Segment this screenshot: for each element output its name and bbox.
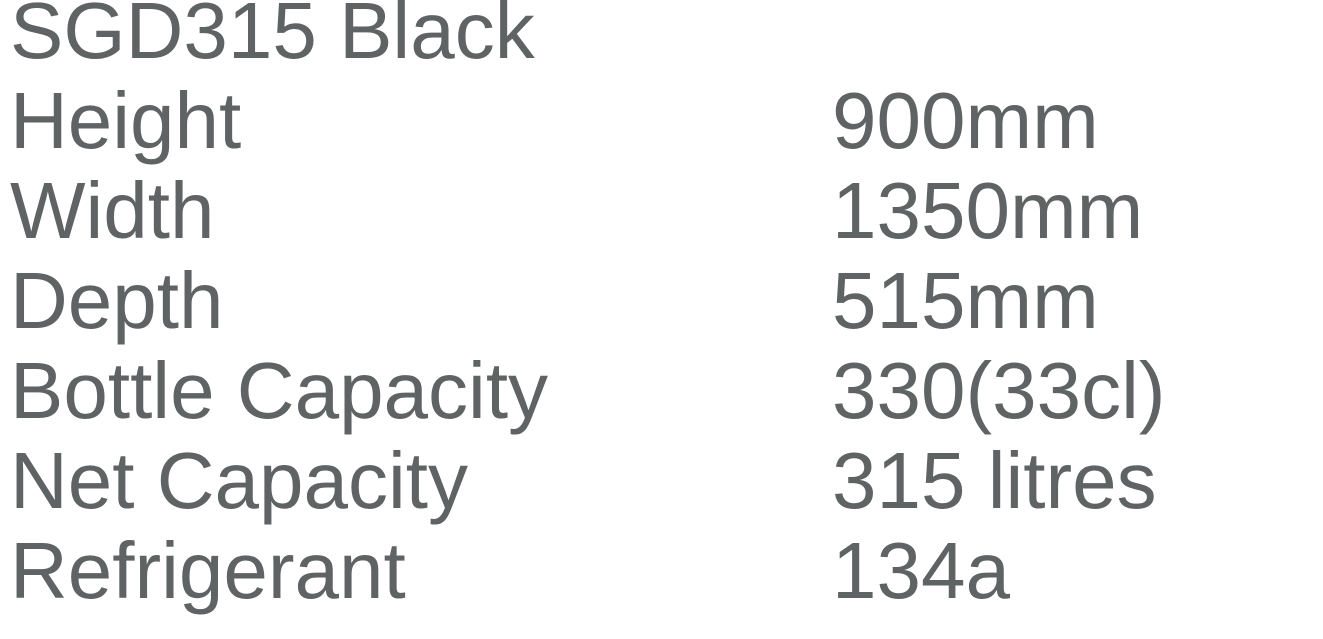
spec-value: 900mm	[832, 76, 1099, 165]
spec-value: 515mm	[832, 256, 1099, 345]
spec-label: Depth	[10, 256, 224, 345]
spec-value: 134a	[832, 526, 1010, 615]
spec-value: 315 litres	[832, 436, 1157, 525]
spec-value: 1350mm	[832, 166, 1144, 255]
spec-sheet: SGD315 Black Height 900mm Width 1350mm D…	[10, 0, 1310, 616]
spec-label: Height	[10, 76, 242, 165]
spec-row-depth: Depth 515mm	[10, 256, 1310, 346]
spec-row-bottle-capacity: Bottle Capacity 330(33cl)	[10, 346, 1310, 436]
spec-label: Net Capacity	[10, 436, 468, 525]
spec-row-width: Width 1350mm	[10, 166, 1310, 256]
spec-row-refrigerant: Refrigerant 134a	[10, 526, 1310, 616]
product-title: SGD315 Black	[10, 0, 535, 75]
spec-row-net-capacity: Net Capacity 315 litres	[10, 436, 1310, 526]
spec-row-height: Height 900mm	[10, 76, 1310, 166]
spec-label: Width	[10, 166, 215, 255]
spec-label: Bottle Capacity	[10, 346, 549, 435]
spec-label: Refrigerant	[10, 526, 406, 615]
spec-value: 330(33cl)	[832, 346, 1166, 435]
